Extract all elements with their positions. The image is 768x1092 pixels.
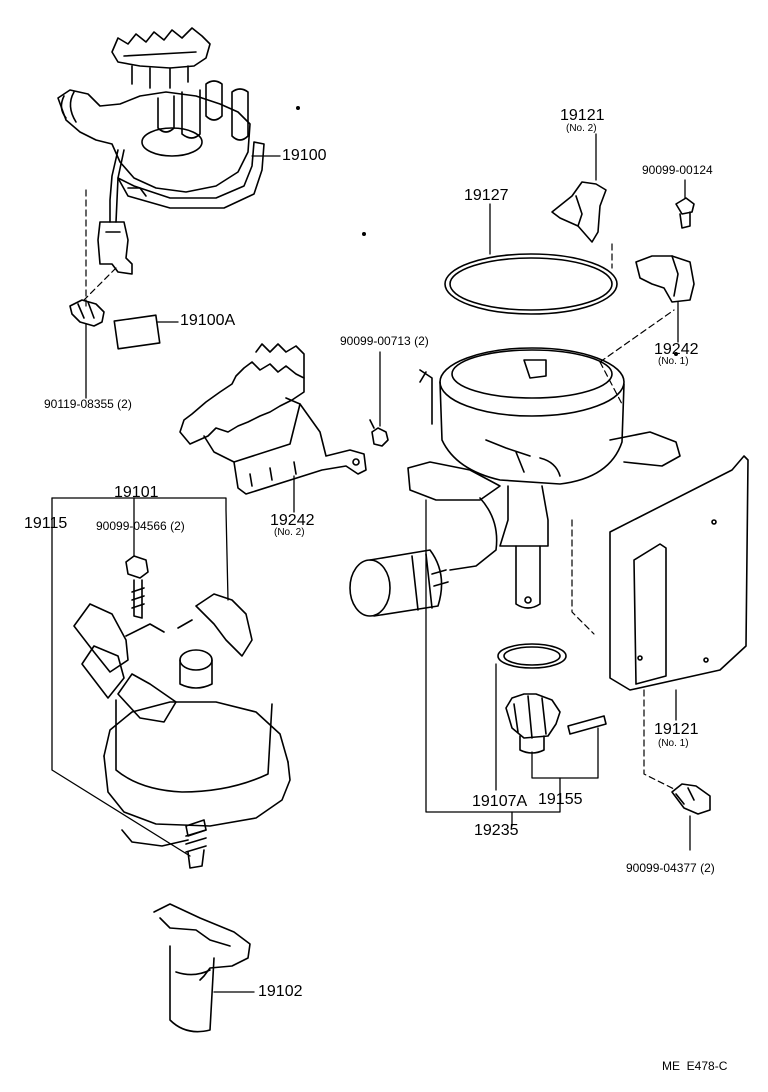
part-number-19121-no1-sub: (No. 1) (658, 738, 689, 749)
part-number-90099-00713: 90099-00713 (2) (340, 334, 429, 348)
leader-lines (52, 134, 690, 992)
part-number-19100: 19100 (282, 147, 327, 164)
part-number-19121-no2-sub: (No. 2) (566, 123, 597, 134)
part-number-90099-04377: 90099-04377 (2) (626, 861, 715, 875)
condenser-illustration (350, 550, 448, 616)
part-number-19242-no1: 19242 (654, 341, 699, 358)
clip-19121-no2-illustration (552, 182, 606, 242)
screw-90099-00124-illustration (676, 198, 694, 228)
distributor-cap-illustration (74, 594, 290, 846)
part-number-19121-no2: 19121 (560, 107, 605, 124)
bolt-90119-08355-illustration (70, 300, 104, 326)
speck (297, 107, 299, 109)
part-number-90099-00124: 90099-00124 (642, 163, 713, 177)
distributor-housing-illustration (408, 348, 680, 608)
bolt-90099-00713-illustration (370, 420, 388, 446)
pin-illustration (568, 716, 606, 734)
cover-plate-19121-no1-illustration (610, 456, 748, 690)
part-number-19242-no2-sub: (No. 2) (274, 527, 305, 538)
spring-illustration (186, 820, 206, 868)
part-number-19155: 19155 (538, 791, 583, 808)
o-ring-19127-illustration (445, 254, 617, 314)
part-number-19242-no1-sub: (No. 1) (658, 356, 689, 367)
diagram-code: ME E478-C (662, 1059, 728, 1073)
o-ring-19107A-inner (504, 647, 560, 665)
part-number-19102: 19102 (258, 983, 303, 1000)
part-number-19101: 19101 (114, 484, 159, 501)
part-number-19127: 19127 (464, 187, 509, 204)
part-number-19100A: 19100A (180, 312, 236, 329)
part-number-19115: 19115 (24, 515, 68, 532)
o-ring-19107A-illustration (498, 644, 566, 668)
part-number-90099-04566: 90099-04566 (2) (96, 519, 185, 533)
part-number-19235: 19235 (474, 822, 519, 839)
gear-illustration (506, 694, 560, 753)
o-ring-19127-inner (450, 258, 612, 310)
part-number-19107A: 19107A (472, 793, 528, 810)
bracket-19242-no1-illustration (636, 256, 694, 302)
label-plate-illustration (114, 315, 159, 349)
speck (675, 353, 677, 355)
part-number-19242-no2: 19242 (270, 512, 315, 529)
bolt-90099-04377-illustration (672, 784, 710, 814)
speck (363, 233, 365, 235)
screw-90099-04566-illustration (126, 556, 148, 618)
dashed-alignment-lines (84, 188, 676, 790)
part-number-90119-08355: 90119-08355 (2) (44, 397, 132, 411)
part-number-19121-no1: 19121 (654, 721, 699, 738)
rotor-illustration (154, 904, 250, 1032)
distributor-assembly-illustration (58, 28, 264, 274)
bracket-no2-illustration (180, 344, 366, 494)
